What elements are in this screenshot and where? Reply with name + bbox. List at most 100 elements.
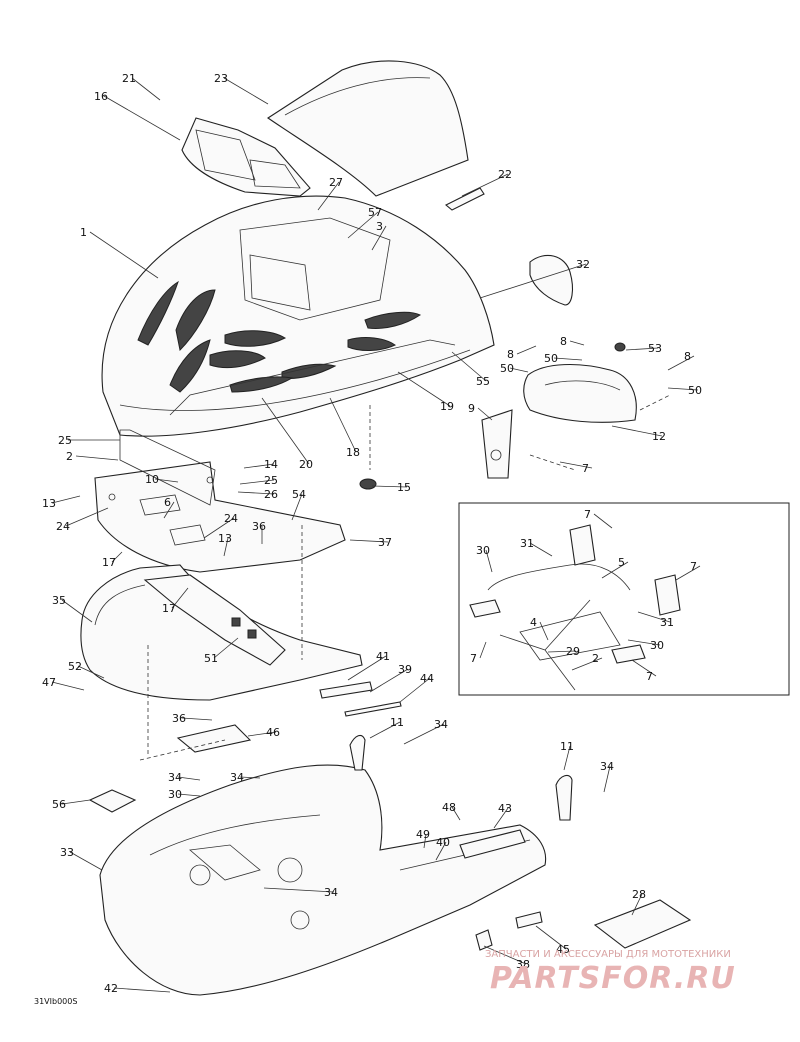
callout-23[interactable]: 23: [214, 72, 269, 105]
callout-48[interactable]: 48: [442, 801, 461, 821]
callout-34d[interactable]: 34: [600, 760, 614, 793]
callout-8c[interactable]: 8: [667, 350, 695, 371]
callout-32[interactable]: 32: [479, 258, 590, 299]
callout-11a[interactable]: 11: [369, 716, 404, 739]
callout-56[interactable]: 56: [52, 798, 91, 811]
callout-17b[interactable]: 17: [162, 587, 189, 615]
callout-25b[interactable]: 25: [239, 474, 278, 487]
callout-15[interactable]: 15: [371, 481, 411, 494]
callout-4[interactable]: 4: [530, 616, 549, 641]
callout-50a[interactable]: 50: [500, 362, 529, 375]
callout-30b[interactable]: 30: [476, 544, 493, 573]
callout-leader-line: [535, 925, 567, 950]
callout-22[interactable]: 22: [461, 168, 512, 197]
callout-14[interactable]: 14: [243, 458, 278, 471]
watermark: ЗАПЧАСТИ И АКСЕССУАРЫ ДЛЯ МОТОТЕХНИКИ PA…: [485, 949, 735, 996]
callout-6[interactable]: 6: [163, 496, 175, 519]
callout-number: 27: [329, 176, 343, 189]
callout-34a[interactable]: 34: [403, 718, 448, 745]
callout-2b[interactable]: 2: [571, 652, 603, 671]
callout-18[interactable]: 18: [329, 397, 360, 459]
callout-41[interactable]: 41: [347, 650, 390, 681]
callout-37[interactable]: 37: [349, 536, 392, 549]
callout-12[interactable]: 12: [611, 425, 666, 443]
hood-part: [101, 195, 495, 437]
callout-33[interactable]: 33: [60, 846, 103, 871]
callout-number: 2: [592, 652, 599, 665]
callout-7d[interactable]: 7: [470, 641, 487, 665]
callout-leader-line: [369, 668, 409, 693]
callout-13a[interactable]: 13: [42, 495, 81, 510]
callout-52[interactable]: 52: [68, 660, 105, 679]
callout-number: 44: [420, 672, 434, 685]
callout-number: 39: [398, 663, 412, 676]
callout-21[interactable]: 21: [122, 72, 161, 101]
callout-35[interactable]: 35: [52, 594, 93, 623]
callout-number: 46: [266, 726, 280, 739]
callout-number: 22: [498, 168, 512, 181]
callout-50c[interactable]: 50: [667, 384, 702, 397]
callout-16[interactable]: 16: [94, 90, 181, 141]
callout-leader-line: [181, 717, 213, 721]
callout-45[interactable]: 45: [535, 925, 570, 956]
callout-36b[interactable]: 36: [172, 712, 213, 725]
callout-31a[interactable]: 31: [520, 537, 553, 557]
callout-34b[interactable]: 34: [168, 771, 201, 784]
callout-50b[interactable]: 50: [544, 352, 583, 365]
callout-42[interactable]: 42: [104, 982, 171, 995]
callout-7c[interactable]: 7: [675, 560, 701, 581]
small-parts: [88, 187, 692, 951]
callout-8a[interactable]: 8: [507, 345, 537, 361]
callout-30c[interactable]: 30: [627, 639, 664, 652]
callout-20[interactable]: 20: [261, 397, 313, 471]
callout-25a[interactable]: 25: [58, 434, 120, 447]
callout-7b[interactable]: 7: [584, 508, 613, 529]
callout-27[interactable]: 27: [317, 176, 343, 211]
callout-9[interactable]: 9: [468, 402, 493, 421]
callout-19[interactable]: 19: [397, 371, 454, 413]
callout-39[interactable]: 39: [369, 663, 412, 693]
callout-leader-line: [451, 351, 487, 382]
callout-5[interactable]: 5: [601, 556, 629, 579]
callout-28[interactable]: 28: [631, 888, 646, 916]
callout-57[interactable]: 57: [347, 206, 382, 239]
callout-7a[interactable]: 7: [559, 461, 593, 475]
callout-53[interactable]: 53: [625, 342, 662, 355]
callout-29[interactable]: 29: [547, 645, 580, 658]
callout-46[interactable]: 46: [247, 726, 280, 739]
callout-number: 21: [122, 72, 136, 85]
callout-30a[interactable]: 30: [168, 788, 201, 801]
callout-24b[interactable]: 24: [203, 512, 238, 539]
callout-2a[interactable]: 2: [66, 450, 119, 463]
callout-44[interactable]: 44: [399, 672, 434, 703]
callout-8b[interactable]: 8: [560, 335, 585, 348]
callout-34c[interactable]: 34: [230, 771, 261, 784]
callout-13b[interactable]: 13: [218, 532, 232, 557]
callout-26[interactable]: 26: [237, 488, 278, 501]
callout-number: 17: [102, 556, 116, 569]
callout-43[interactable]: 43: [493, 802, 512, 829]
callout-leader-line: [603, 765, 611, 793]
callout-7e[interactable]: 7: [631, 659, 657, 683]
callout-10[interactable]: 10: [145, 473, 179, 486]
callout-leader-line: [111, 551, 123, 563]
callout-36a[interactable]: 36: [252, 520, 266, 544]
callout-54[interactable]: 54: [291, 488, 306, 521]
callout-55[interactable]: 55: [451, 351, 490, 388]
callout-1[interactable]: 1: [80, 226, 159, 279]
callout-24a[interactable]: 24: [56, 507, 109, 533]
callout-leader-line: [516, 345, 537, 355]
callout-number: 49: [416, 828, 430, 841]
callout-17a[interactable]: 17: [102, 551, 123, 569]
callout-31b[interactable]: 31: [637, 611, 674, 629]
callout-leader-line: [675, 565, 701, 581]
callout-40[interactable]: 40: [435, 836, 450, 861]
callout-11b[interactable]: 11: [560, 740, 574, 771]
callout-47[interactable]: 47: [42, 676, 85, 691]
callout-38[interactable]: 38: [483, 945, 530, 971]
callout-49[interactable]: 49: [416, 828, 430, 849]
callout-number: 8: [560, 335, 567, 348]
callout-51[interactable]: 51: [204, 637, 239, 665]
callout-3[interactable]: 3: [371, 220, 387, 251]
callout-34e[interactable]: 34: [263, 886, 338, 899]
